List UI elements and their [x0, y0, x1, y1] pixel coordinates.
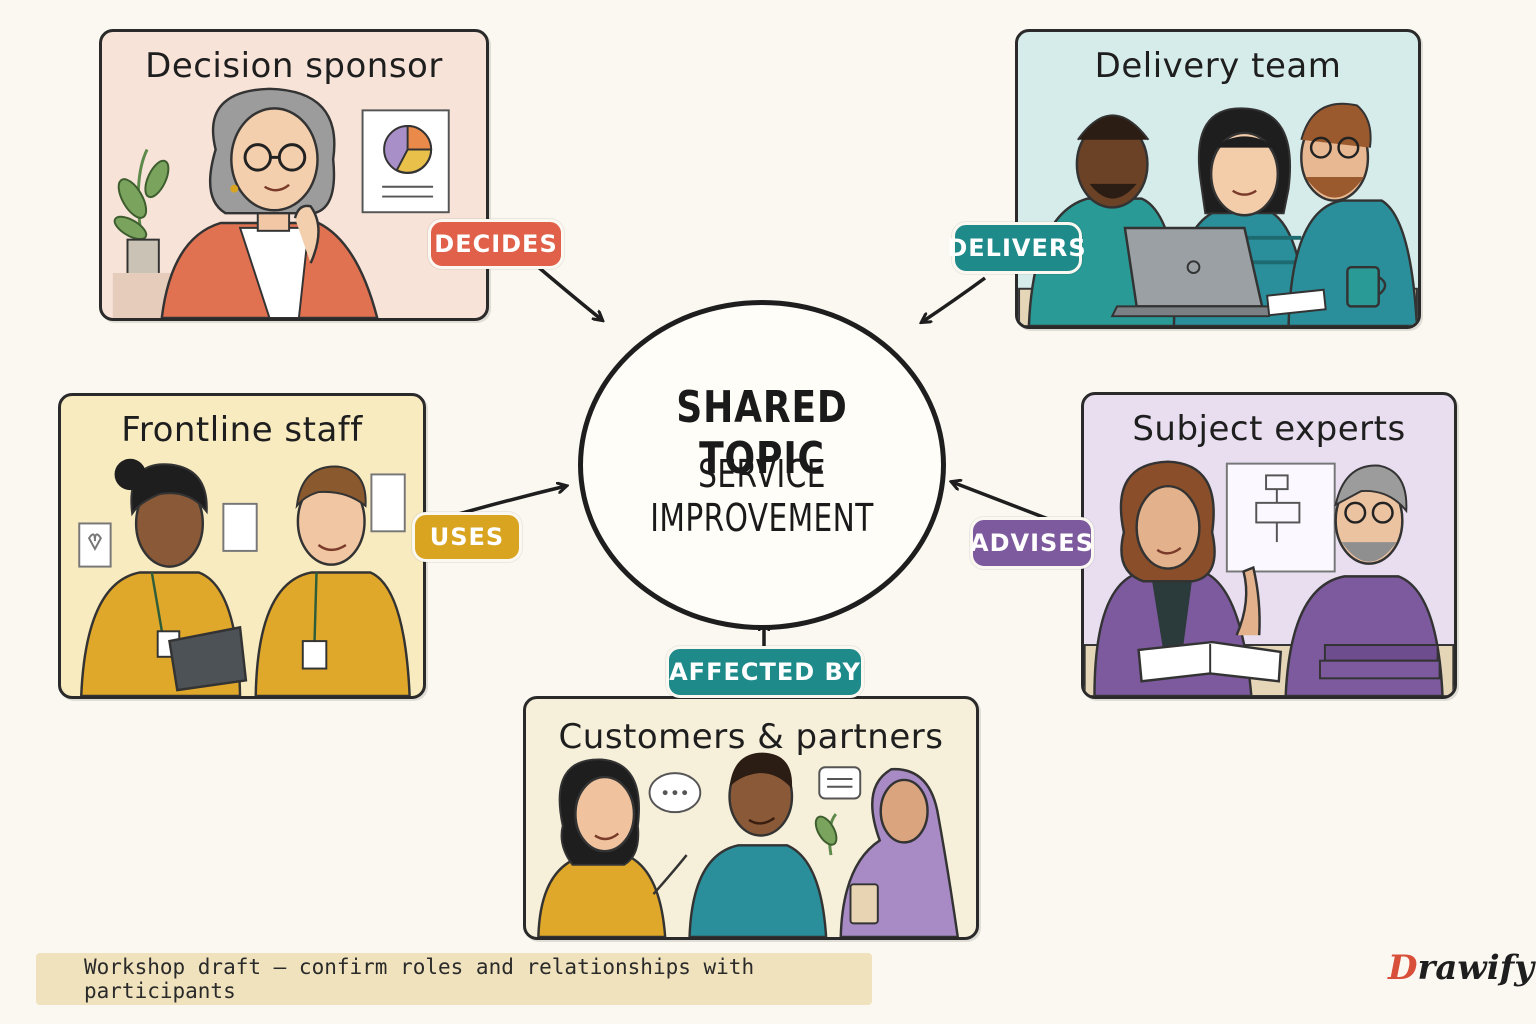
card-subject-experts: Subject experts: [1081, 392, 1457, 699]
relation-tag-delivers: DELIVERS: [947, 222, 1086, 274]
stakeholder-title: Frontline staff: [121, 410, 363, 450]
footer-note: Workshop draft — confirm roles and relat…: [36, 953, 872, 1005]
arrow-decides: [528, 258, 602, 320]
arrow-delivers: [922, 276, 987, 322]
frontline-staff-illustration: [78, 458, 411, 696]
brand-first-letter: D: [1388, 948, 1418, 988]
relation-tag-uses: USES: [412, 512, 522, 562]
relation-tag-advises: ADVISES: [970, 517, 1094, 569]
brand-rest: rawify: [1417, 948, 1534, 988]
center-subtitle: SERVICE IMPROVEMENT: [650, 452, 874, 540]
stakeholder-title: Subject experts: [1132, 409, 1406, 449]
stakeholder-title: Customers & partners: [558, 717, 944, 757]
decision-sponsor-illustration: [112, 87, 450, 318]
card-decision-sponsor: Decision sponsor: [99, 29, 489, 321]
delivery-team-illustration: [1018, 102, 1418, 326]
center-title: SHARED TOPIC: [676, 382, 848, 484]
stakeholder-title: Decision sponsor: [145, 46, 443, 86]
stakeholder-title: Delivery team: [1094, 46, 1342, 86]
drawify-logo: Drawify: [1388, 948, 1534, 988]
card-delivery-team: Delivery team: [1015, 29, 1421, 329]
relation-tag-decides: DECIDES: [428, 219, 564, 269]
customers-partners-illustration: [537, 752, 960, 937]
relation-tag-affected-by: AFFECTED BY: [666, 646, 864, 698]
card-frontline-staff: Frontline staff: [58, 393, 426, 699]
card-customers-partners: Customers & partners: [523, 696, 979, 940]
subject-experts-illustration: [1084, 460, 1454, 696]
